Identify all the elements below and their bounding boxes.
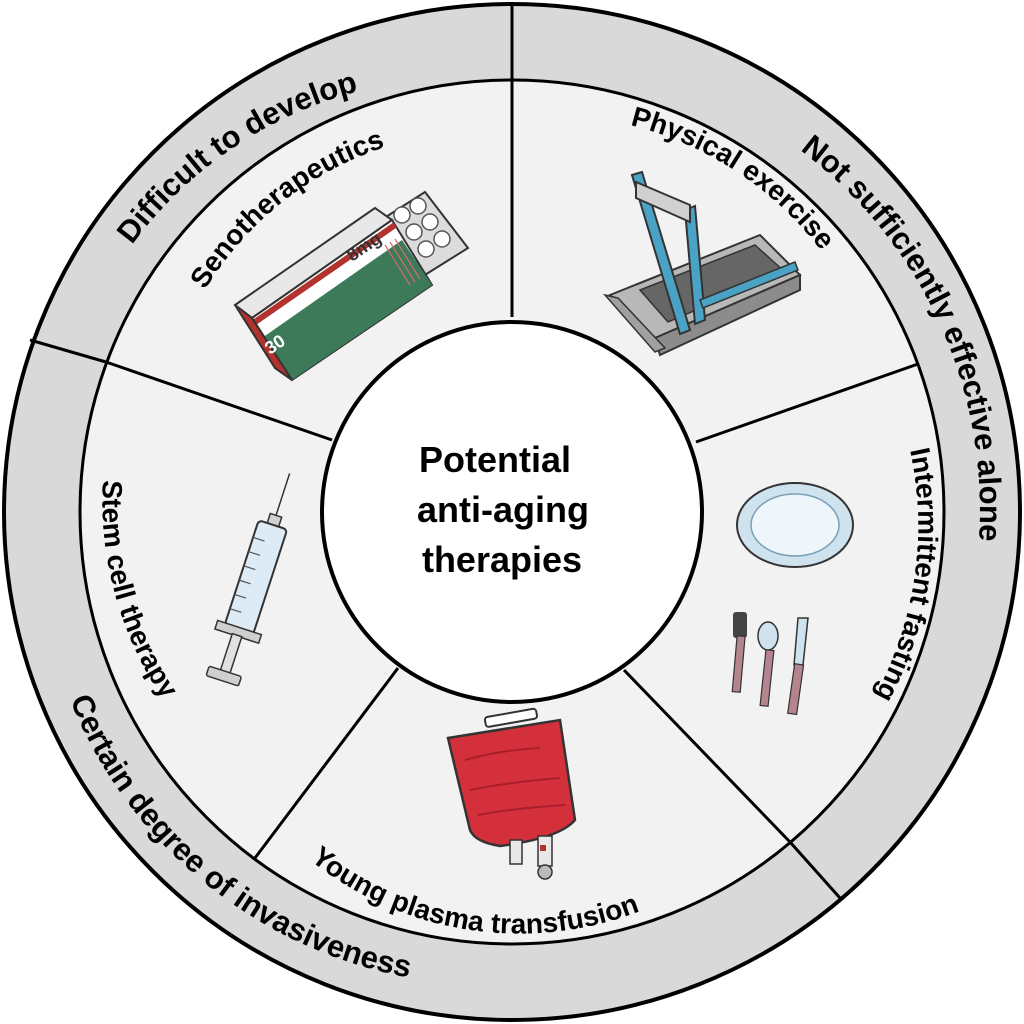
center-title-line-2: anti-aging xyxy=(417,489,589,530)
spoke-lower-right xyxy=(622,668,792,844)
syringe-icon xyxy=(205,473,291,687)
center-title-line-3: therapies xyxy=(422,539,582,580)
blood-bag-icon xyxy=(446,707,577,880)
spoke-left xyxy=(105,360,333,442)
pill-box-icon: 8mg 30 xyxy=(233,190,470,382)
center-title-line-1: Potential xyxy=(419,439,571,480)
spoke-right xyxy=(695,362,919,444)
plate-icon xyxy=(736,482,854,568)
ring-divider-bottom-right xyxy=(788,841,842,899)
ring-divider-left xyxy=(29,338,107,364)
spoke-lower-left xyxy=(253,667,400,859)
cutlery-icon xyxy=(731,612,809,716)
svg-text:Potential anti-aging t: Potential anti-aging therapies xyxy=(417,439,599,580)
center-circle xyxy=(320,320,704,704)
treadmill-icon xyxy=(602,170,802,357)
